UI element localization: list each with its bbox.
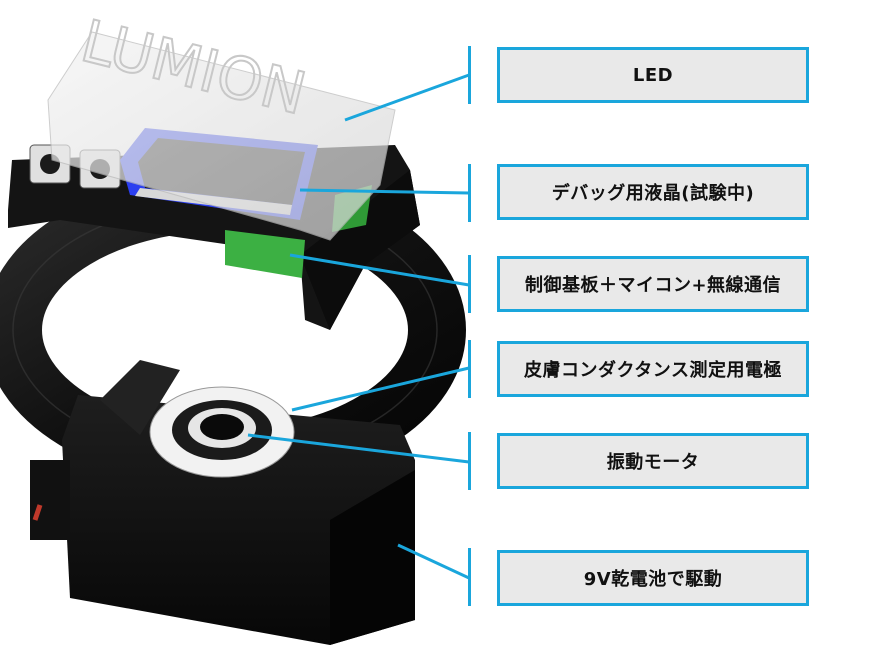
leader-lines xyxy=(247,73,470,580)
leader-bar-battery xyxy=(468,548,471,606)
leader-bar-board xyxy=(468,255,471,313)
electrode-assembly xyxy=(100,360,295,478)
battery-box xyxy=(30,395,415,645)
label-debug-lcd: デバッグ用液晶(試験中) xyxy=(497,164,809,220)
leader-bar-motor xyxy=(468,432,471,490)
label-skin-electrode: 皮膚コンダクタンス測定用電極 xyxy=(497,341,809,397)
leader-bar-lcd xyxy=(468,164,471,222)
leader-bar-led xyxy=(468,46,471,104)
label-vibration-motor: 振動モータ xyxy=(497,433,809,489)
vibration-motor xyxy=(200,414,244,440)
leader-bar-electrode xyxy=(468,340,471,398)
label-led: LED xyxy=(497,47,809,103)
label-control-board: 制御基板＋マイコン+無線通信 xyxy=(497,256,809,312)
label-battery: 9V乾電池で駆動 xyxy=(497,550,809,606)
